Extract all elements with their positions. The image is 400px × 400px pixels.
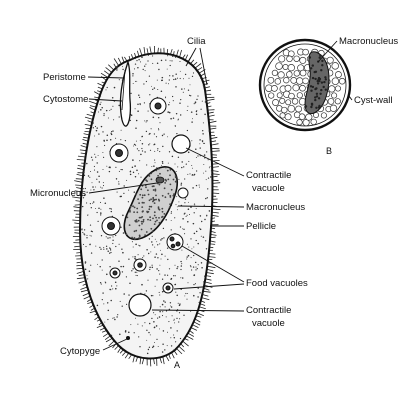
label-macronucleus-a: Macronucleus	[246, 202, 305, 213]
peristome-groove	[119, 59, 132, 127]
panel-label-a: A	[174, 360, 180, 370]
label-food-vacuoles: Food vacuoles	[246, 278, 308, 289]
macronucleus-granules	[125, 166, 178, 241]
label-contractile-vacuole-top-2: vacuole	[252, 183, 285, 194]
label-macronucleus-b: Macronucleus	[339, 36, 398, 47]
label-contractile-vacuole-bottom-1: Contractile	[246, 305, 291, 316]
label-cytostome: Cytostome	[43, 94, 88, 105]
label-cytopyge: Cytopyge	[60, 346, 100, 357]
food-vacuole	[166, 233, 184, 251]
label-contractile-vacuole-top-1: Contractile	[246, 170, 291, 181]
label-cilia: Cilia	[187, 36, 206, 47]
label-micronucleus: Micronucleus	[30, 188, 86, 199]
macronucleus-b-granules	[304, 54, 327, 110]
food-vacuoles	[101, 97, 189, 294]
cell-a	[72, 45, 221, 367]
panel-label-b: B	[326, 146, 332, 156]
micronucleus	[155, 176, 165, 184]
contractile-vacuole-top	[171, 134, 191, 154]
label-cyst-wall: Cyst-wall	[354, 95, 393, 106]
labels-b: Macronucleus Cyst-wall B	[317, 36, 398, 156]
cyst-b	[258, 38, 352, 132]
label-contractile-vacuole-bottom-2: vacuole	[252, 318, 285, 329]
contractile-vacuole-bottom	[128, 293, 152, 317]
food-vacuole	[177, 187, 189, 199]
labels-a: Cilia Peristome Cytostome Contractile va…	[30, 36, 308, 370]
label-peristome: Peristome	[43, 72, 86, 83]
label-pellicle: Pellicle	[246, 221, 276, 232]
